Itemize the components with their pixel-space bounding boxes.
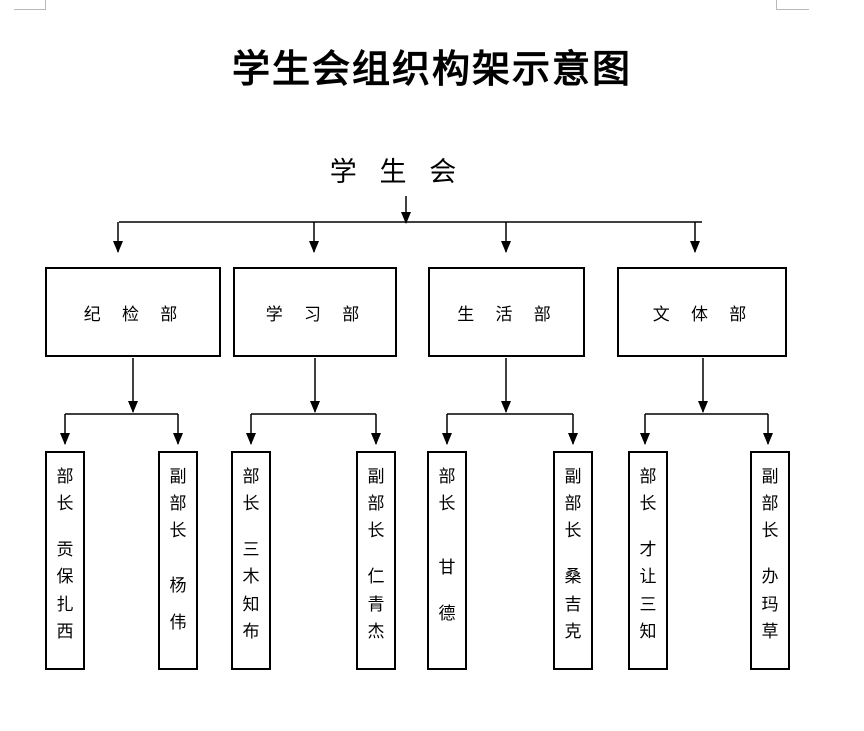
dept-label: 纪 检 部 xyxy=(83,304,183,324)
dept-label: 生 活 部 xyxy=(457,304,556,324)
dept-box-shenghuo: 生 活 部 xyxy=(428,267,585,357)
crop-mark-top-right-vertical xyxy=(776,0,777,10)
member-role: 部长 xyxy=(242,467,260,513)
dept-box-jijian: 纪 检 部 xyxy=(45,267,221,357)
member-box-xuexi-deputy: 副部长 仁青杰 xyxy=(356,451,396,670)
dept-label: 文 体 部 xyxy=(652,304,752,324)
member-box-xuexi-minister: 部长 三木知布 xyxy=(231,451,271,670)
member-role: 副部长 xyxy=(367,467,385,540)
dept-box-xuexi: 学 习 部 xyxy=(233,267,397,357)
member-role: 部长 xyxy=(639,467,657,513)
member-role: 副部长 xyxy=(169,467,187,540)
page-title: 学生会组织构架示意图 xyxy=(231,49,632,91)
member-box-shenghuo-minister: 部长 甘德 xyxy=(427,451,467,670)
member-name: 才让三知 xyxy=(639,540,657,641)
member-name: 仁青杰 xyxy=(367,567,385,641)
crop-mark-top-right-horizontal xyxy=(777,9,809,10)
dept-box-wenti: 文 体 部 xyxy=(617,267,787,357)
crop-mark-top-left-vertical xyxy=(45,0,46,10)
member-name: 三木知布 xyxy=(242,540,260,641)
member-name: 甘德 xyxy=(438,558,456,623)
member-box-wenti-deputy: 副部长 办玛草 xyxy=(750,451,790,670)
member-name: 桑吉克 xyxy=(564,567,582,641)
member-role: 部长 xyxy=(56,467,74,513)
member-role: 副部长 xyxy=(564,467,582,540)
root-node-label: 学 生 会 xyxy=(329,157,465,187)
crop-mark-top-left-horizontal xyxy=(14,9,46,10)
member-box-wenti-minister: 部长 才让三知 xyxy=(628,451,668,670)
dept-label: 学 习 部 xyxy=(265,304,365,324)
member-box-jijian-minister: 部长 贡保扎西 xyxy=(45,451,85,670)
member-role: 副部长 xyxy=(761,467,779,540)
member-role: 部长 xyxy=(438,467,456,513)
member-box-jijian-deputy: 副部长 杨伟 xyxy=(158,451,198,670)
member-name: 贡保扎西 xyxy=(56,540,74,641)
member-box-shenghuo-deputy: 副部长 桑吉克 xyxy=(553,451,593,670)
member-name: 杨伟 xyxy=(169,576,187,632)
member-name: 办玛草 xyxy=(761,567,779,641)
